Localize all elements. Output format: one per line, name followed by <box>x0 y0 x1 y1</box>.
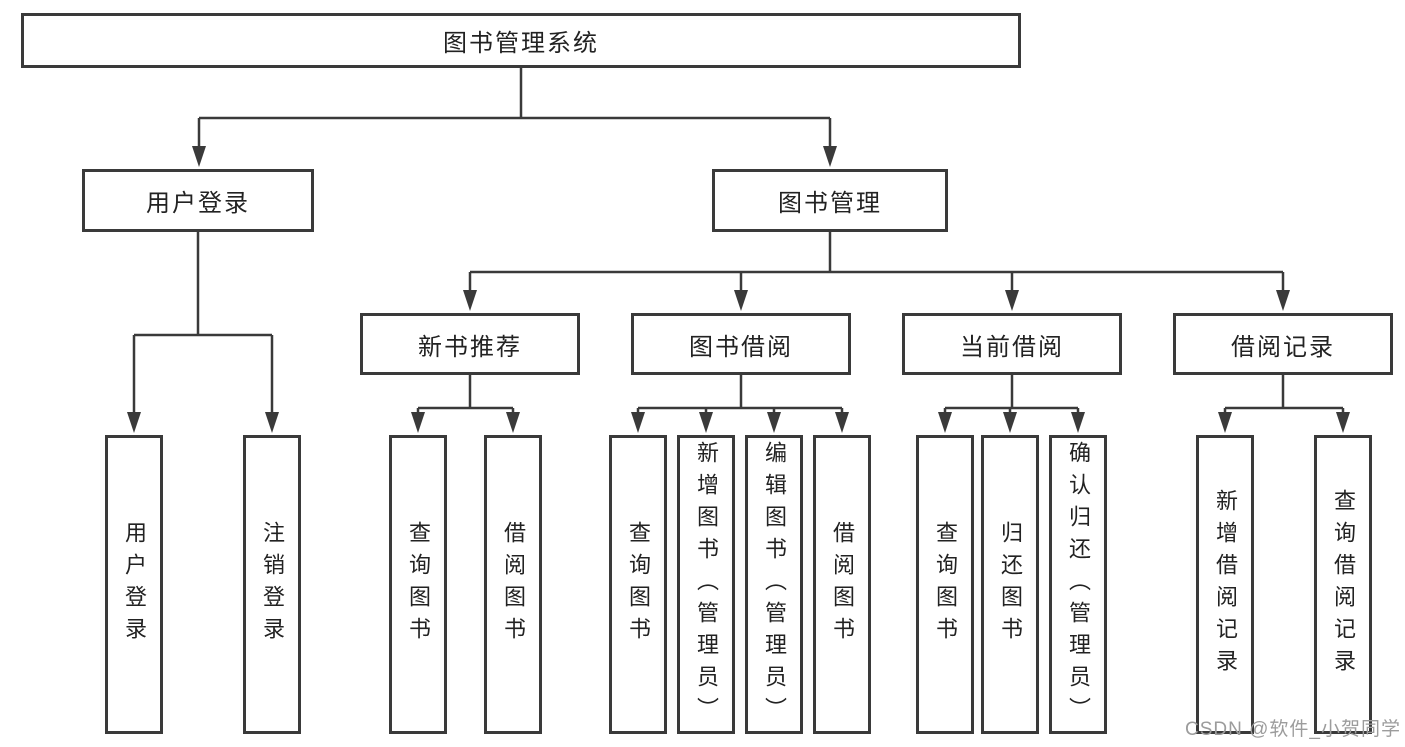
node-book-management: 图书管理 <box>712 169 948 232</box>
arrowhead <box>1336 412 1350 433</box>
node-current-borrowing-label: 当前借阅 <box>960 333 1064 361</box>
node-user-login-label: 用户登录 <box>146 190 250 217</box>
arrowhead <box>192 146 206 167</box>
arrowhead <box>938 412 952 433</box>
leaf-confirm-return-admin-label: 确认归还（管理员） <box>1066 440 1091 729</box>
arrowhead <box>1005 290 1019 311</box>
node-book-borrowing: 图书借阅 <box>631 313 851 375</box>
leaf-return-books: 归还图书 <box>981 435 1039 734</box>
leaf-user-login: 用户登录 <box>105 435 163 734</box>
arrowhead <box>835 412 849 433</box>
leaf-logout: 注销登录 <box>243 435 301 734</box>
leaf-add-book-admin: 新增图书（管理员） <box>677 435 735 734</box>
leaf-user-login-label: 用户登录 <box>122 520 147 649</box>
leaf-borrow-books-borrowing-label: 借阅图书 <box>830 520 855 649</box>
leaf-add-book-admin-label: 新增图书（管理员） <box>694 440 719 729</box>
leaf-logout-label: 注销登录 <box>260 520 285 649</box>
leaf-add-borrow-record-label: 新增借阅记录 <box>1213 488 1238 681</box>
arrowhead <box>463 290 477 311</box>
leaf-query-books-borrowing-label: 查询图书 <box>626 520 651 649</box>
arrowhead <box>411 412 425 433</box>
leaf-query-books-recommend-label: 查询图书 <box>406 520 431 649</box>
node-current-borrowing: 当前借阅 <box>902 313 1122 375</box>
node-borrowing-records: 借阅记录 <box>1173 313 1393 375</box>
leaf-query-books-borrowing: 查询图书 <box>609 435 667 734</box>
watermark: CSDN @软件_小贺同学 <box>1185 719 1401 740</box>
arrowhead <box>1003 412 1017 433</box>
leaf-add-borrow-record: 新增借阅记录 <box>1196 435 1254 734</box>
arrowhead <box>265 412 279 433</box>
node-borrowing-records-label: 借阅记录 <box>1231 333 1335 361</box>
leaf-borrow-books-recommend-label: 借阅图书 <box>501 520 526 649</box>
leaf-borrow-books-recommend: 借阅图书 <box>484 435 542 734</box>
leaf-query-books-recommend: 查询图书 <box>389 435 447 734</box>
node-user-login: 用户登录 <box>82 169 314 232</box>
arrowhead <box>767 412 781 433</box>
leaf-query-borrow-record: 查询借阅记录 <box>1314 435 1372 734</box>
arrowhead <box>823 146 837 167</box>
node-new-book-recommend-label: 新书推荐 <box>418 333 522 361</box>
arrowhead <box>1276 290 1290 311</box>
node-library-system: 图书管理系统 <box>21 13 1021 68</box>
leaf-confirm-return-admin: 确认归还（管理员） <box>1049 435 1107 734</box>
node-new-book-recommend: 新书推荐 <box>360 313 580 375</box>
leaf-query-books-current-label: 查询图书 <box>933 520 958 649</box>
leaf-query-borrow-record-label: 查询借阅记录 <box>1331 488 1356 681</box>
leaf-edit-book-admin-label: 编辑图书（管理员） <box>762 440 787 729</box>
leaf-query-books-current: 查询图书 <box>916 435 974 734</box>
arrowhead <box>1218 412 1232 433</box>
node-book-management-label: 图书管理 <box>778 190 882 217</box>
arrowhead <box>631 412 645 433</box>
arrowhead <box>127 412 141 433</box>
leaf-borrow-books-borrowing: 借阅图书 <box>813 435 871 734</box>
arrowhead <box>699 412 713 433</box>
arrowhead <box>1071 412 1085 433</box>
node-book-borrowing-label: 图书借阅 <box>689 333 793 361</box>
arrowhead <box>506 412 520 433</box>
node-library-system-label: 图书管理系统 <box>443 30 599 57</box>
arrowheads <box>127 146 1350 433</box>
arrowhead <box>734 290 748 311</box>
leaf-return-books-label: 归还图书 <box>998 520 1023 649</box>
leaf-edit-book-admin: 编辑图书（管理员） <box>745 435 803 734</box>
